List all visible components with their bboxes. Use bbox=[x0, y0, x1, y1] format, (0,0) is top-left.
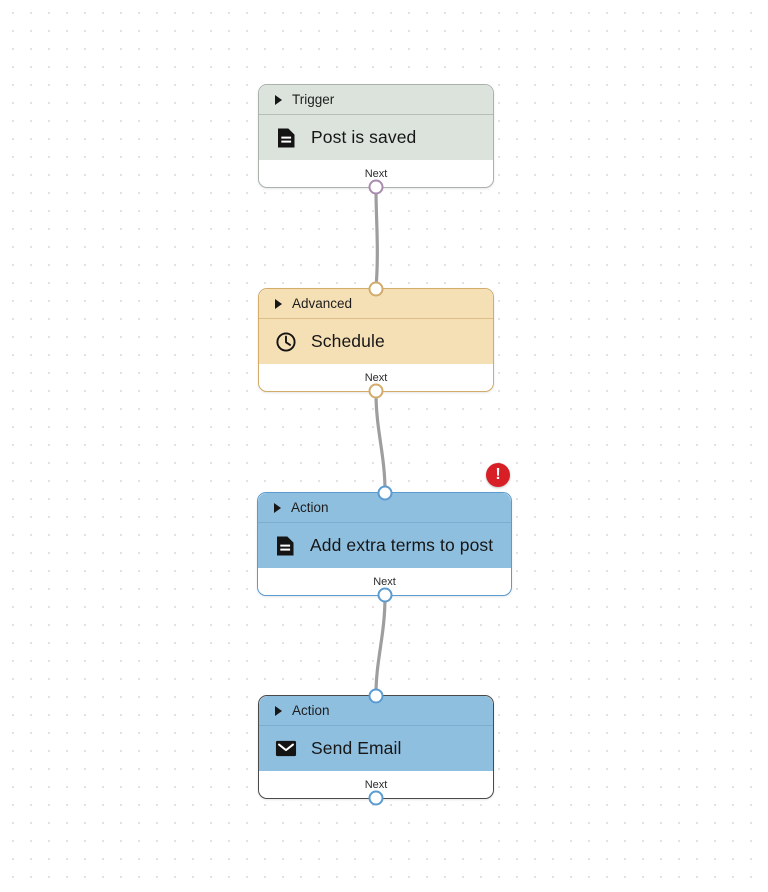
output-port[interactable] bbox=[377, 587, 392, 603]
node-body-action-add-extra-terms-to-post[interactable]: Add extra terms to post bbox=[258, 523, 511, 568]
document-icon-glyph bbox=[277, 128, 294, 147]
node-divider bbox=[259, 114, 493, 115]
expand-triangle-icon[interactable] bbox=[275, 705, 282, 716]
output-port[interactable] bbox=[368, 179, 384, 195]
node-body-action-send-email[interactable]: Send Email bbox=[259, 726, 493, 771]
node-body-advanced-schedule[interactable]: Schedule bbox=[259, 319, 493, 364]
output-port[interactable] bbox=[368, 383, 384, 399]
input-port[interactable] bbox=[368, 281, 384, 297]
expand-triangle-icon[interactable] bbox=[274, 502, 281, 513]
node-title: Schedule bbox=[311, 331, 385, 351]
document-icon bbox=[274, 535, 296, 557]
clock-icon-glyph bbox=[276, 331, 296, 352]
input-port[interactable] bbox=[377, 485, 392, 501]
expand-triangle-icon[interactable] bbox=[275, 298, 282, 309]
node-category-label: Action bbox=[291, 500, 329, 515]
node-divider bbox=[259, 318, 493, 319]
error-badge[interactable]: ! bbox=[486, 463, 510, 487]
document-icon bbox=[275, 127, 297, 149]
next-label: Next bbox=[364, 778, 388, 791]
node-title: Add extra terms to post bbox=[310, 535, 494, 555]
envelope-icon bbox=[275, 738, 297, 760]
input-port[interactable] bbox=[368, 688, 384, 704]
node-title: Post is saved bbox=[311, 127, 417, 147]
node-category-label: Action bbox=[292, 703, 330, 718]
node-title: Send Email bbox=[311, 738, 402, 758]
envelope-icon-glyph bbox=[275, 740, 297, 757]
exclamation-icon: ! bbox=[495, 465, 501, 483]
clock-icon bbox=[275, 331, 297, 353]
node-body-trigger-post-is-saved[interactable]: Post is saved bbox=[259, 115, 493, 160]
next-label: Next bbox=[373, 575, 396, 588]
node-category-label: Trigger bbox=[292, 92, 335, 107]
next-label: Next bbox=[364, 371, 388, 384]
next-label: Next bbox=[364, 167, 388, 180]
node-category-label: Advanced bbox=[292, 296, 353, 311]
document-icon-glyph bbox=[276, 536, 293, 555]
node-divider bbox=[258, 522, 511, 523]
output-port[interactable] bbox=[368, 790, 384, 806]
expand-triangle-icon[interactable] bbox=[275, 94, 282, 105]
node-header-trigger-post-is-saved[interactable]: Trigger bbox=[259, 85, 493, 114]
node-divider bbox=[259, 725, 493, 726]
